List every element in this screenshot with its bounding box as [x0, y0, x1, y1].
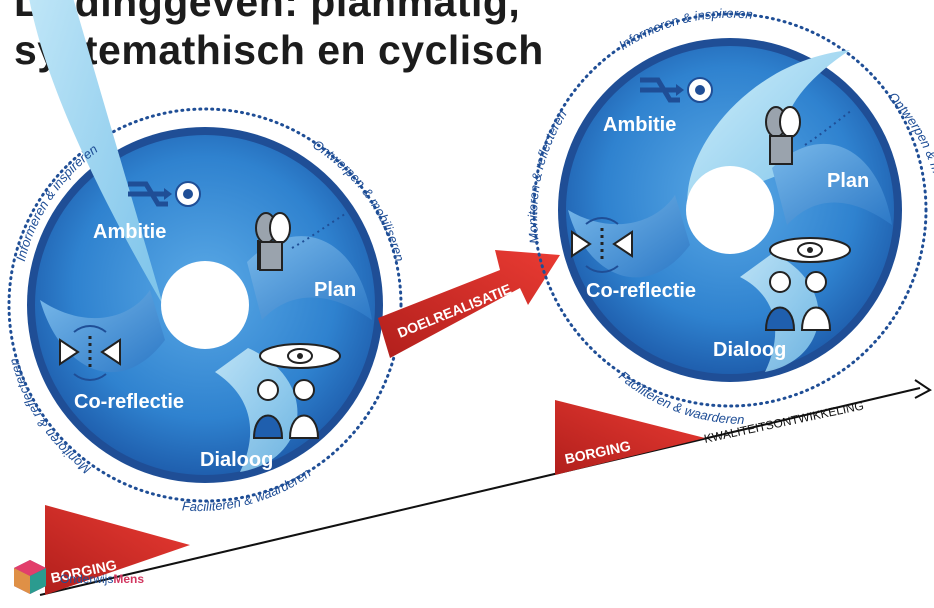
- cycle-left-swirl-ambitie: [29, 0, 163, 305]
- cycle-right: Ambitie Plan Dialoog Co-reflectie: [525, 6, 934, 427]
- two-persons-icon: [764, 271, 832, 331]
- brand-name-regular: Onderwijs: [60, 572, 113, 586]
- title-line-2: systemathisch en cyclisch: [14, 27, 544, 73]
- onderwijsmens-logo: OnderwijsMens: [14, 560, 144, 594]
- reflection-mirror-icon: [571, 217, 633, 273]
- cycle-left-label-ambitie: Ambitie: [93, 221, 166, 243]
- two-persons-icon: [252, 379, 320, 439]
- borging-wedge-right: [555, 400, 705, 475]
- two-people-icon: [765, 106, 801, 165]
- cycle-right-center-hole: [686, 166, 774, 254]
- cycle-left-swirl-dialoog: [215, 348, 298, 472]
- cycle-left-label-coreflectie: Co-reflectie: [74, 391, 184, 413]
- crossing-arrows-target-icon: [640, 77, 713, 103]
- borging-wedge-left: [45, 505, 190, 595]
- two-people-icon: [255, 212, 291, 271]
- page-title: Leidinggeven: planmatig, systemathisch e…: [14, 0, 544, 74]
- cycle-right-label-coreflectie: Co-reflectie: [586, 280, 696, 302]
- cycle-right-label-dialoog: Dialoog: [713, 339, 786, 361]
- cycle-right-label-ambitie: Ambitie: [603, 114, 676, 136]
- title-line-1: Leidinggeven: planmatig,: [14, 0, 521, 25]
- cycle-right-swirl-plan: [772, 143, 892, 225]
- reflection-mirror-icon: [59, 325, 121, 381]
- crossing-arrows-target-icon: [128, 181, 201, 207]
- cycle-left-label-plan: Plan: [314, 279, 356, 301]
- cycle-left-center-hole: [161, 261, 249, 349]
- cycle-left: Ambitie Plan Dialoog Co-reflectie: [6, 0, 407, 514]
- cycle-right-label-plan: Plan: [827, 170, 869, 192]
- eye-speech-bubble-icon: [769, 237, 851, 263]
- quality-development-line: [39, 387, 921, 596]
- cycle-left-label-dialoog: Dialoog: [200, 449, 273, 471]
- dotted-arrow-icon: [804, 109, 853, 146]
- eye-speech-bubble-icon: [259, 343, 341, 369]
- cycle-left-dotted-ring: [7, 107, 403, 503]
- quality-arrowhead-icon: [914, 379, 932, 399]
- cycle-right-dotted-ring: [532, 12, 928, 408]
- doelrealisatie-arrow: [378, 250, 560, 358]
- brand-name-bold: Mens: [113, 572, 144, 586]
- svg-text:OnderwijsMens: OnderwijsMens: [60, 572, 144, 586]
